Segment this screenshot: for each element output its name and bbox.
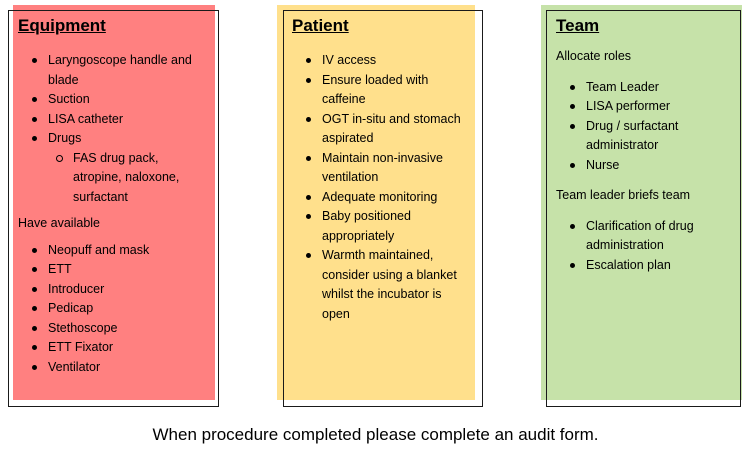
- list-item: LISA performer: [556, 97, 694, 117]
- list-item-line: IV access: [322, 53, 377, 67]
- list-item: Maintain non-invasive ventilation: [292, 149, 461, 188]
- list-item-line: Pedicap: [48, 301, 94, 315]
- list-item-line: aspirated: [322, 131, 374, 145]
- list-item: Nurse: [556, 156, 694, 176]
- list-item-line: blade: [48, 72, 79, 87]
- list-item: Baby positioned appropriately: [292, 207, 461, 246]
- list-item: OGT in-situ and stomach aspirated: [292, 110, 461, 149]
- list-item: Drug / surfactant administrator: [556, 117, 694, 156]
- list-item: ETT Fixator: [18, 338, 192, 358]
- list-item: Suction: [18, 90, 192, 110]
- list-item-line: whilst the incubator is: [322, 287, 442, 301]
- list-item: Adequate monitoring: [292, 188, 461, 208]
- list-item-line: Drug / surfactant: [586, 118, 679, 133]
- list-item: LISA catheter: [18, 110, 192, 130]
- list-item-line: Ensure loaded with: [322, 72, 429, 87]
- patient-title: Patient: [292, 16, 349, 35]
- list-item-line: ETT: [48, 262, 72, 276]
- list-item-line: atropine, naloxone,: [73, 170, 180, 184]
- list-item: Laryngoscope handle and blade: [18, 51, 192, 90]
- list-item-line: administrator: [586, 138, 659, 152]
- list-item-line: open: [322, 306, 350, 321]
- list-item: ETT: [18, 260, 192, 280]
- equipment-panel-bg: [13, 5, 215, 400]
- list-item-line: appropriately: [322, 228, 395, 243]
- patient-panel-bg: [277, 5, 475, 400]
- list-item: Ensure loaded with caffeine: [292, 71, 461, 110]
- list-item-line: LISA performer: [586, 99, 671, 113]
- list-item-line: FAS drug pack,: [73, 150, 159, 165]
- list-item: Warmth maintained, consider using a blank…: [292, 246, 461, 324]
- list-item: Neopuff and mask: [18, 241, 192, 261]
- list-item-line: surfactant: [73, 189, 128, 204]
- list-item-line: OGT in-situ and stomach: [322, 111, 461, 126]
- equipment-panel-frame: [8, 10, 219, 407]
- list-item-line: Ventilator: [48, 359, 101, 374]
- list-item-line: Team Leader: [586, 79, 659, 94]
- drug-subitem-list: FAS drug pack, atropine, naloxone, surfact…: [18, 149, 192, 208]
- list-item-line: Suction: [48, 92, 90, 106]
- patient-panel-frame: [283, 10, 483, 407]
- list-item-line: administration: [586, 238, 664, 252]
- team-panel-frame: [546, 10, 741, 407]
- list-item-line: LISA catheter: [48, 111, 124, 126]
- list-item: Clarification of drug administration: [556, 217, 694, 256]
- list-item-line: Nurse: [586, 157, 620, 172]
- team-title: Team: [556, 16, 600, 35]
- list-item-line: Laryngoscope handle and: [48, 53, 192, 67]
- audit-footer-note: When procedure completed please complete…: [152, 425, 599, 444]
- list-item-line: Warmth maintained,: [322, 248, 434, 262]
- list-item: Escalation plan: [556, 256, 694, 276]
- equipment-title: Equipment: [18, 16, 106, 35]
- list-item-line: caffeine: [322, 92, 366, 106]
- list-item-line: consider using a blanket: [322, 267, 457, 282]
- have-available-heading: Have available: [18, 216, 100, 230]
- allocate-roles-heading: Allocate roles: [556, 49, 632, 63]
- team-briefing-heading: Team leader briefs team: [556, 188, 691, 202]
- list-item-line: Stethoscope: [48, 320, 118, 335]
- list-item: Drugs: [18, 129, 192, 149]
- list-item: IV access: [292, 51, 461, 71]
- list-item: Introducer: [18, 280, 192, 300]
- list-item: Ventilator: [18, 358, 192, 378]
- list-item: FAS drug pack, atropine, naloxone, surfact…: [18, 149, 192, 208]
- list-item-line: Clarification of drug: [586, 218, 694, 233]
- list-item-line: Adequate monitoring: [322, 189, 438, 204]
- list-item-line: Baby positioned: [322, 209, 411, 223]
- list-item-line: Neopuff and mask: [48, 242, 150, 257]
- list-item-line: Maintain non-invasive: [322, 150, 443, 165]
- list-item-line: ventilation: [322, 170, 379, 184]
- list-item: Team Leader: [556, 78, 694, 98]
- list-item-line: ETT Fixator: [48, 340, 114, 354]
- list-item-line: Introducer: [48, 281, 105, 296]
- list-item: Pedicap: [18, 299, 192, 319]
- list-item: Stethoscope: [18, 319, 192, 339]
- list-item-line: Drugs: [48, 131, 82, 145]
- team-panel-bg: [541, 5, 742, 400]
- list-item-line: Escalation plan: [586, 257, 671, 272]
